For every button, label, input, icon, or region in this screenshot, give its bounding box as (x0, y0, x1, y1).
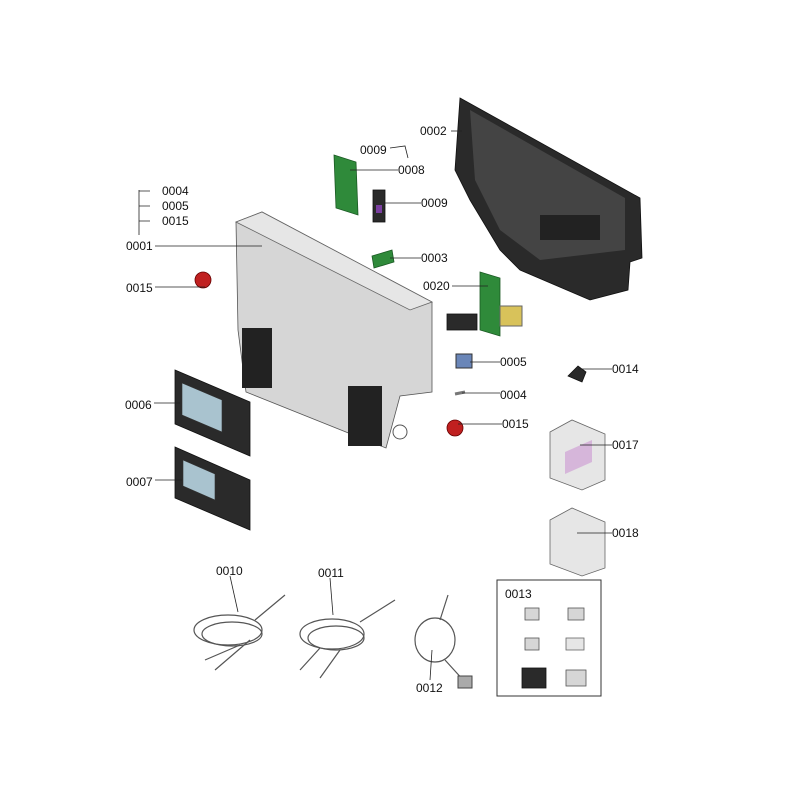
seal-0015-right[interactable] (446, 419, 464, 437)
label-0011: 0011 (318, 566, 344, 580)
leader-lines (138, 130, 612, 681)
label-0005: 0005 (500, 355, 527, 369)
display-0006[interactable] (174, 369, 251, 457)
module-box-0017[interactable] (549, 419, 606, 491)
housing-part[interactable] (235, 211, 433, 449)
label-group-0004: 0004 (162, 184, 189, 198)
label-0017: 0017 (612, 438, 639, 452)
label-0008: 0008 (398, 163, 425, 177)
label-0010: 0010 (216, 564, 243, 578)
terminal-block[interactable] (499, 305, 523, 327)
label-group-0005: 0005 (162, 199, 189, 213)
label-0020: 0020 (423, 279, 450, 293)
part-0014[interactable] (567, 365, 587, 383)
connector-block[interactable] (446, 313, 478, 331)
cable-0012[interactable] (414, 594, 473, 689)
label-0012: 0012 (416, 681, 443, 695)
part-0005[interactable] (455, 353, 473, 369)
cable-harness-0010[interactable] (193, 594, 286, 671)
connector-set-0013[interactable] (521, 607, 587, 689)
label-0007: 0007 (126, 475, 153, 489)
label-0001: 0001 (126, 239, 153, 253)
back-cover-part[interactable] (454, 97, 643, 301)
label-0002: 0002 (420, 124, 447, 138)
label-0009-b: 0009 (421, 196, 448, 210)
label-0014: 0014 (612, 362, 639, 376)
display-0007[interactable] (174, 446, 251, 531)
label-0006: 0006 (125, 398, 152, 412)
seal-0015-left[interactable] (194, 271, 212, 289)
label-0003: 0003 (421, 251, 448, 265)
module-box-0018[interactable] (549, 507, 606, 577)
part-0004[interactable] (454, 390, 466, 396)
label-0004: 0004 (500, 388, 527, 402)
label-0013: 0013 (505, 587, 532, 601)
label-0015-a: 0015 (126, 281, 153, 295)
label-0018: 0018 (612, 526, 639, 540)
connector-set-frame (496, 579, 602, 697)
label-0009-a: 0009 (360, 143, 387, 157)
cable-harness-0011[interactable] (299, 599, 396, 679)
label-0015-b: 0015 (502, 417, 529, 431)
module-0009-chip (376, 205, 382, 213)
pcb-0003[interactable] (371, 249, 395, 269)
label-group-0015: 0015 (162, 214, 189, 228)
pcb-0020[interactable] (479, 271, 501, 337)
pcb-0008[interactable] (333, 154, 359, 216)
